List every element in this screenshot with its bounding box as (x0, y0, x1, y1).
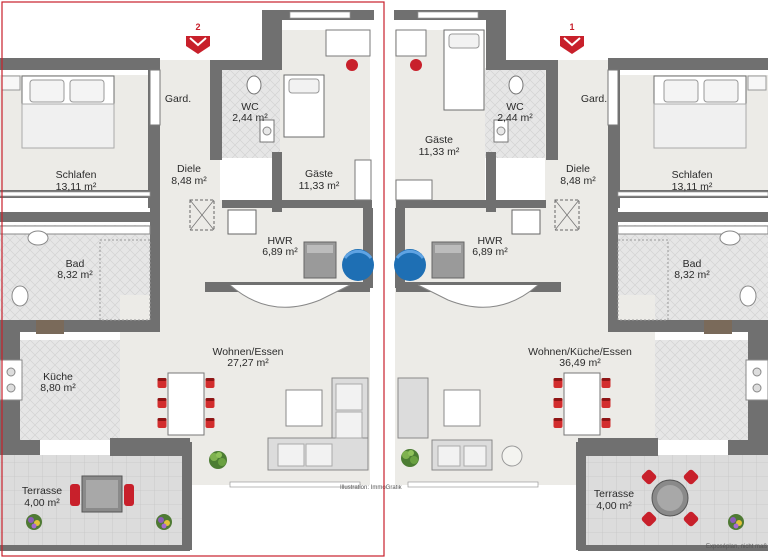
entrance-marker-1: 1 (560, 22, 584, 54)
room-gaeste-name: Gäste (425, 134, 453, 146)
double-bed-right (653, 75, 767, 149)
single-bed (283, 74, 325, 138)
room-wohnen-area: 27,27 m² (227, 357, 269, 369)
kitchen-floor (20, 340, 120, 440)
plant-icon (209, 451, 227, 469)
room-terrasse-name: Terrasse (594, 488, 634, 500)
room-terrasse-area: 4,00 m² (24, 497, 60, 509)
room-diele-name: Diele (566, 163, 590, 175)
room-wohnen-area: 36,49 m² (559, 357, 601, 369)
toilet (246, 75, 262, 95)
room-hwr-name: HWR (477, 235, 502, 247)
room-wc-area: 2,44 m² (497, 112, 533, 124)
bath-toilet (11, 285, 29, 307)
unit-2: 2 Schlafen 13,11 m² Gard. WC 2,44 m² Die… (0, 1, 403, 557)
desk-chair (346, 59, 358, 71)
room-hwr-area: 6,89 m² (262, 246, 298, 258)
room-wc-area: 2,44 m² (232, 112, 268, 124)
room-wc-name: WC (241, 101, 259, 113)
room-gaeste-area: 11,33 m² (299, 180, 340, 192)
footnote-text: Exposéplan, nicht maß (706, 544, 767, 550)
single-bed-right (443, 29, 485, 111)
room-kueche-area: 8,80 m² (40, 382, 76, 394)
room-bad-area: 8,32 m² (57, 269, 93, 281)
room-schlafen-area: 13,11 m² (672, 181, 713, 193)
room-schlafen-area: 13,11 m² (56, 181, 97, 193)
credit-text: Illustration: ImmoGrafik (340, 485, 403, 491)
double-bed (1, 75, 115, 149)
water-tank (342, 249, 374, 281)
room-gard-name: Gard. (165, 93, 191, 105)
unit-2-frame (1, 1, 385, 557)
dining-table-right (553, 372, 611, 436)
room-kueche-name: Küche (43, 371, 73, 383)
dining-table-left (157, 372, 215, 436)
sofa-left (267, 377, 369, 471)
room-gaeste-area: 11,33 m² (419, 146, 460, 158)
stove (36, 320, 64, 334)
unit-number-2: 2 (195, 22, 200, 32)
room-schlafen-name: Schlafen (672, 169, 713, 181)
room-terrasse-name: Terrasse (22, 485, 62, 497)
room-bad-name: Bad (66, 258, 85, 270)
water-tank-right (394, 249, 426, 281)
sofa-right (397, 377, 523, 471)
shower (99, 239, 151, 321)
room-hwr-area: 6,89 m² (472, 246, 508, 258)
room-schlafen-name: Schlafen (56, 169, 97, 181)
room-terrasse-area: 4,00 m² (596, 500, 632, 512)
room-bad-name: Bad (683, 258, 702, 270)
room-wohnen-name: Wohnen/Essen (212, 346, 283, 358)
room-wohnen-name: Wohnen/Küche/Essen (528, 346, 632, 358)
room-diele-area: 8,48 m² (560, 175, 596, 187)
terrace-table-right (641, 469, 699, 527)
room-diele-area: 8,48 m² (171, 175, 207, 187)
flowers-icon (156, 514, 172, 530)
room-diele-name: Diele (177, 163, 201, 175)
room-gaeste-name: Gäste (305, 168, 333, 180)
flowers-icon (26, 514, 42, 530)
room-hwr-name: HWR (267, 235, 292, 247)
entrance-marker-2: 2 (186, 22, 210, 54)
unit-number-1: 1 (569, 22, 574, 32)
unit-1: 1 Gäste 11,33 m² WC 2,44 m² Gard. Diele … (394, 10, 768, 551)
room-wc-name: WC (506, 101, 524, 113)
room-bad-area: 8,32 m² (674, 269, 710, 281)
room-gard-name: Gard. (581, 93, 607, 105)
